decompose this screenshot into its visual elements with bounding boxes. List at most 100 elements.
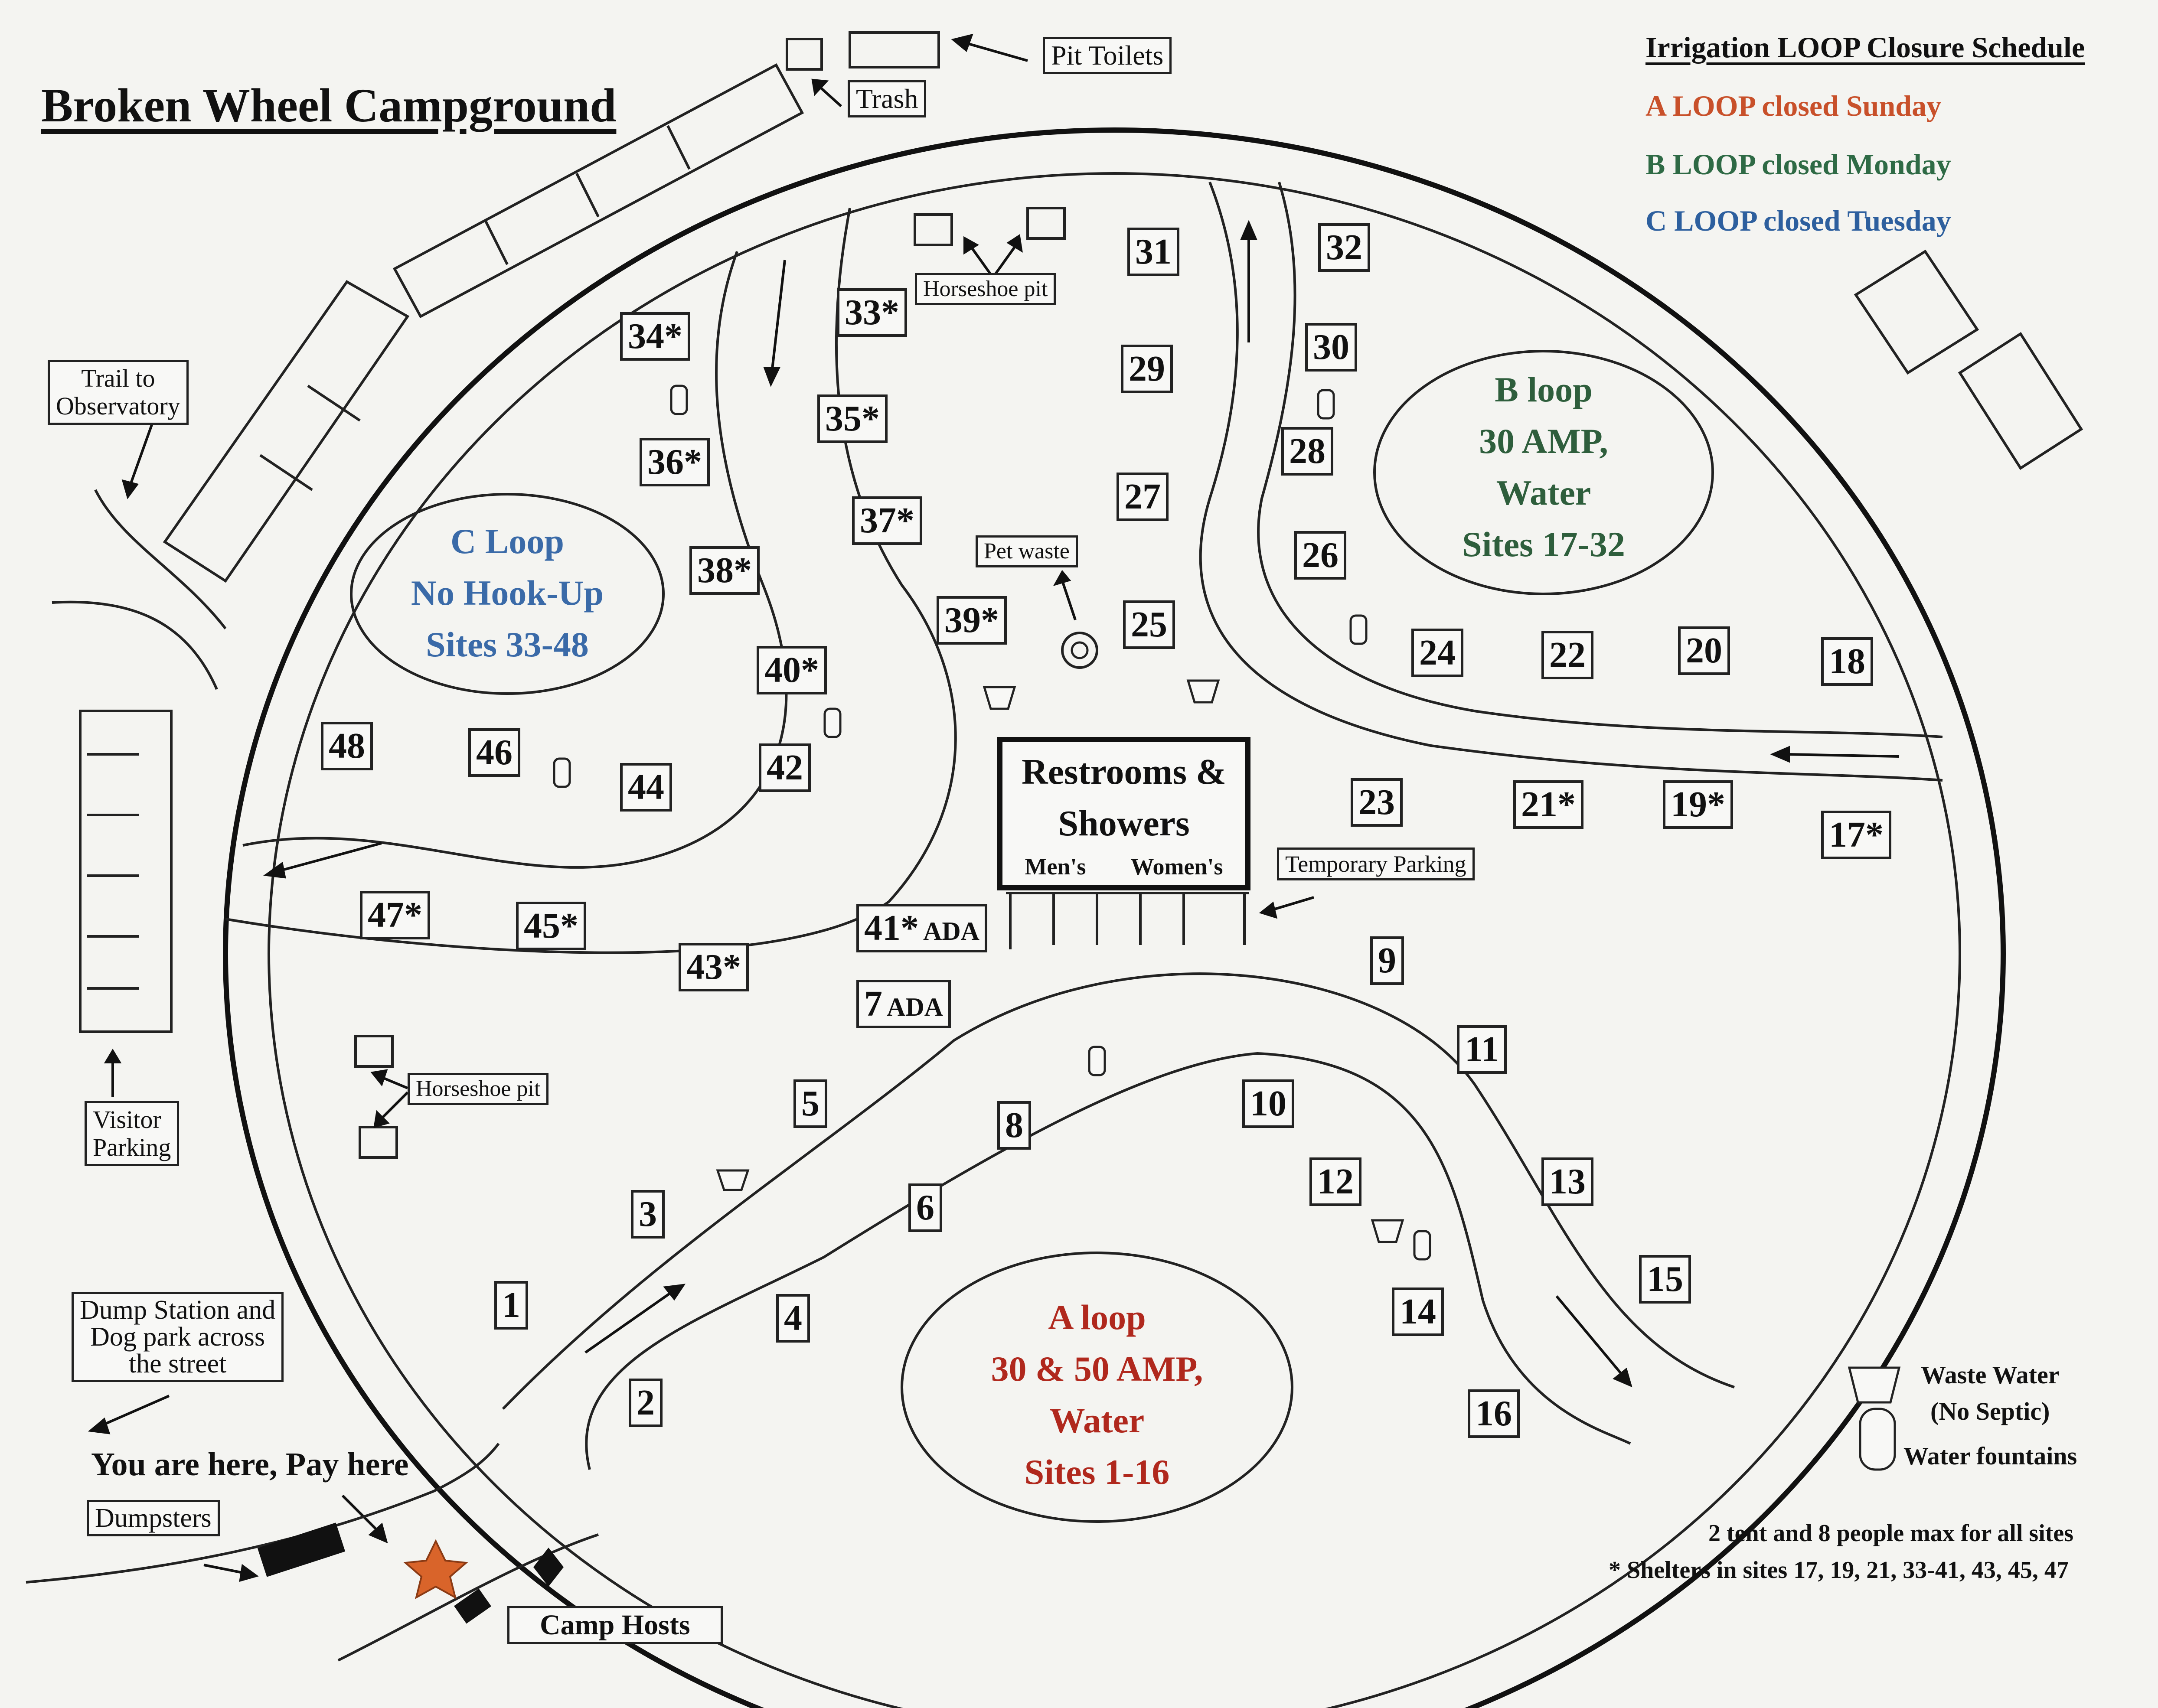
site-number: 19* <box>1671 784 1725 825</box>
site-39: 39* <box>937 596 1007 645</box>
parking-lot-top <box>163 63 804 583</box>
site-number: 10 <box>1250 1083 1286 1124</box>
site-number: 47* <box>368 895 422 935</box>
trail-line-2: Observatory <box>56 391 180 420</box>
site-number: 32 <box>1326 227 1362 267</box>
pit-toilets-label: Pit Toilets <box>1043 37 1172 74</box>
site-36: 36* <box>640 438 710 486</box>
dumpsters-label: Dumpsters <box>87 1500 220 1536</box>
site-number: 18 <box>1829 641 1865 681</box>
site-20: 20 <box>1678 626 1730 675</box>
a-loop-caption: A loop 30 & 50 AMP, Water Sites 1-16 <box>945 1292 1249 1498</box>
site-27: 27 <box>1117 473 1169 521</box>
site-41: 41*ADA <box>856 904 987 952</box>
site-18: 18 <box>1821 637 1873 686</box>
site-9: 9 <box>1370 936 1404 985</box>
site-21: 21* <box>1513 780 1583 829</box>
site-number: 27 <box>1124 476 1161 517</box>
horseshoe-pit-label-top: Horseshoe pit <box>915 273 1056 305</box>
dumpster-icon <box>257 1522 346 1577</box>
site-number: 30 <box>1313 327 1349 367</box>
site-29: 29 <box>1121 345 1173 393</box>
site-17: 17* <box>1821 811 1891 859</box>
schedule-heading: Irrigation LOOP Closure Schedule <box>1645 31 2085 64</box>
site-number: 1 <box>502 1285 520 1325</box>
site-number: 26 <box>1302 535 1339 575</box>
site-number: 4 <box>784 1298 802 1338</box>
trail-to-observatory-label: Trail to Observatory <box>48 360 189 425</box>
dump-line-1: Dump Station and <box>80 1295 276 1325</box>
c-loop-ellipse <box>350 493 665 695</box>
site-32: 32 <box>1318 223 1370 272</box>
visitor-parking-label: Visitor Parking <box>85 1101 180 1166</box>
site-38: 38* <box>689 546 760 595</box>
trail-line-1: Trail to <box>81 364 155 392</box>
site-3: 3 <box>631 1190 665 1239</box>
horseshoe-box <box>359 1126 398 1159</box>
site-44: 44 <box>620 763 672 812</box>
visitor-line-2: Parking <box>93 1133 171 1161</box>
restroom-parking <box>1006 892 1249 949</box>
shelter-outline <box>1854 249 1979 375</box>
water-fountains-legend-label: Water fountains <box>1903 1442 2077 1470</box>
site-2: 2 <box>629 1379 663 1427</box>
site-number: 3 <box>639 1194 657 1234</box>
site-14: 14 <box>1392 1288 1444 1336</box>
restrooms-showers: Restrooms & Showers Men's Women's <box>997 737 1250 890</box>
schedule-c-loop: C LOOP closed Tuesday <box>1645 204 1951 237</box>
schedule-b-loop: B LOOP closed Monday <box>1645 148 1951 181</box>
site-number: 17* <box>1829 815 1884 855</box>
a-loop-amp: 30 & 50 AMP, <box>991 1349 1203 1389</box>
site-number: 45* <box>524 906 578 946</box>
pet-waste-label: Pet waste <box>976 535 1078 567</box>
you-are-here-label: You are here, Pay here <box>91 1446 409 1483</box>
site-26: 26 <box>1294 531 1346 580</box>
b-loop-name: B loop <box>1495 370 1593 409</box>
site-number: 25 <box>1131 604 1167 645</box>
site-13: 13 <box>1541 1157 1593 1206</box>
ada-label: ADA <box>887 993 943 1021</box>
womens-label: Women's <box>1130 854 1223 880</box>
site-number: 39* <box>944 600 999 640</box>
horseshoe-pit-label-left: Horseshoe pit <box>408 1073 549 1105</box>
site-number: 6 <box>916 1187 934 1228</box>
waste-water-legend-icon <box>1848 1366 1901 1404</box>
b-loop-amp: 30 AMP, <box>1479 421 1608 461</box>
b-loop-sites: Sites 17-32 <box>1462 524 1625 564</box>
site-33: 33* <box>837 288 907 337</box>
c-loop-name: C Loop <box>450 522 564 561</box>
site-number: 20 <box>1686 630 1722 671</box>
c-loop-hookup: No Hook-Up <box>411 573 604 613</box>
waste-water-icons <box>716 679 1404 1243</box>
waste-water-legend-label: Waste Water (No Septic) <box>1921 1357 2059 1430</box>
b-loop-caption: B loop 30 AMP, Water Sites 17-32 <box>1414 364 1674 570</box>
schedule-a-loop: A LOOP closed Sunday <box>1645 89 1942 122</box>
map-title: Broken Wheel Campground <box>41 79 617 132</box>
you-are-here-star-icon <box>403 1539 468 1599</box>
pet-waste-station <box>1061 632 1098 669</box>
b-loop-water: Water <box>1496 473 1591 512</box>
camp-hosts-label: Camp Hosts <box>507 1606 723 1644</box>
site-number: 8 <box>1005 1105 1023 1145</box>
dump-station-label: Dump Station and Dog park across the str… <box>72 1292 284 1382</box>
site-number: 9 <box>1378 940 1396 981</box>
site-number: 24 <box>1419 632 1456 673</box>
ada-label: ADA <box>923 917 979 945</box>
site-number: 15 <box>1647 1259 1683 1299</box>
site-number: 46 <box>476 732 513 773</box>
site-number: 23 <box>1358 782 1395 822</box>
site-28: 28 <box>1281 427 1333 476</box>
a-loop-sites: Sites 1-16 <box>1024 1452 1170 1492</box>
shelter-outline <box>1958 332 2083 470</box>
trash-box <box>786 38 823 71</box>
a-loop-ellipse <box>901 1252 1293 1523</box>
camp-host-marker <box>533 1548 564 1587</box>
site-5: 5 <box>793 1079 827 1128</box>
shelter-sites-note: * Shelters in sites 17, 19, 21, 33-41, 4… <box>1609 1557 2069 1584</box>
site-8: 8 <box>997 1101 1031 1150</box>
site-number: 42 <box>767 747 803 788</box>
site-37: 37* <box>852 496 922 545</box>
visitor-parking-lot <box>79 710 173 1033</box>
road-arrows <box>263 220 1900 1388</box>
tent-limit-note: 2 tent and 8 people max for all sites <box>1708 1520 2074 1547</box>
